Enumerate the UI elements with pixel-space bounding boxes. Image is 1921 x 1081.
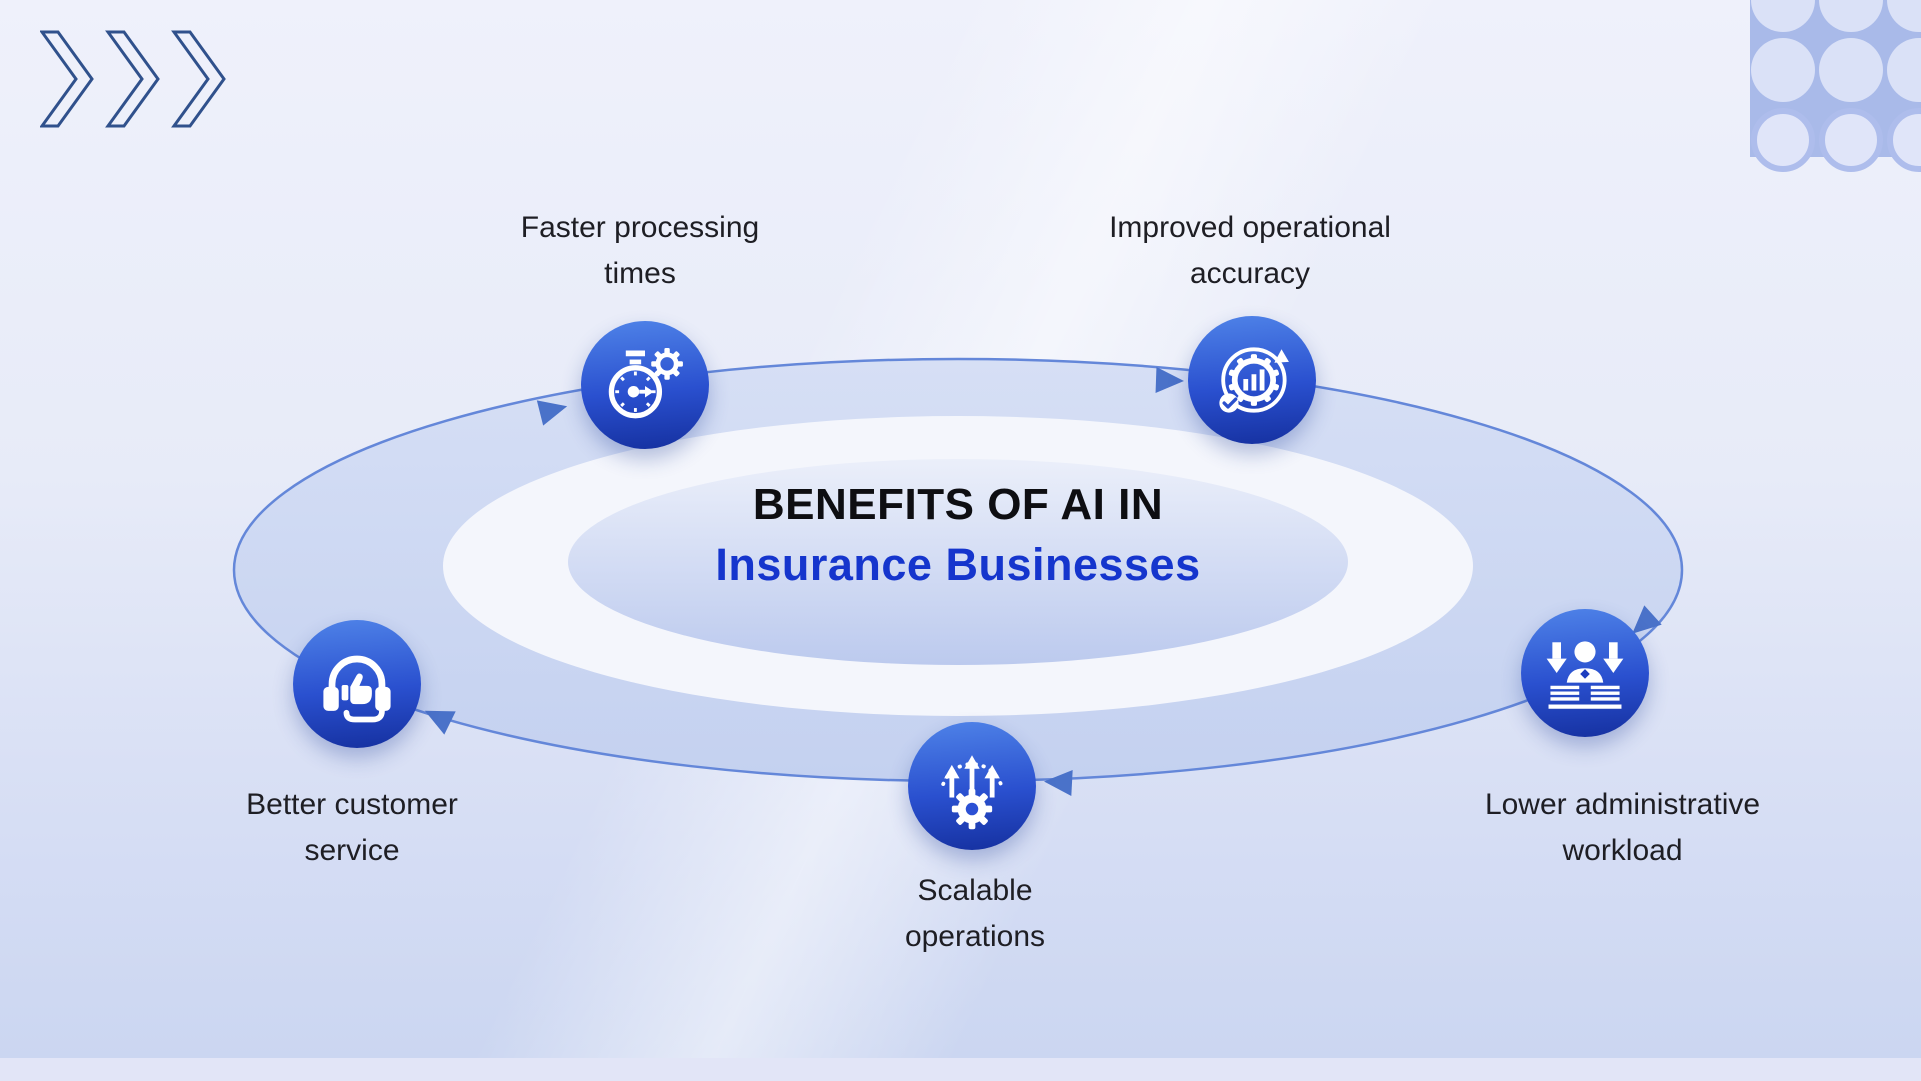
title-line-2: Insurance Businesses — [715, 539, 1201, 590]
title-line-1: BENEFITS OF AI IN — [752, 480, 1164, 529]
pattern-dot — [1751, 108, 1815, 172]
pattern-dot — [1751, 38, 1815, 102]
node-faster-processing-times — [581, 321, 709, 449]
bottom-edge-strip — [0, 1058, 1921, 1081]
label-better-customer-service: Better customer service — [246, 788, 458, 867]
pattern-dot — [1819, 38, 1883, 102]
flow-arrow — [1155, 367, 1184, 393]
flow-arrow — [1632, 605, 1662, 634]
label-improved-operational-accuracy: Improved operational accuracy — [1109, 211, 1391, 290]
node-better-customer-service — [293, 620, 421, 748]
flow-arrows — [424, 367, 1662, 796]
title-block: BENEFITS OF AI IN Insurance Businesses — [558, 480, 1358, 591]
flow-arrow — [536, 400, 568, 426]
headset-thumbs-up-icon — [323, 655, 391, 723]
gear-up-arrows-icon — [941, 755, 1003, 830]
person-down-arrows-icon — [1546, 641, 1624, 709]
pattern-dot — [1819, 108, 1883, 172]
inner-title-ellipse — [568, 459, 1348, 665]
node-scalable-operations — [908, 722, 1036, 850]
chevrons-icon — [40, 30, 226, 128]
flow-arrow — [1044, 770, 1073, 796]
node-improved-operational-accuracy — [1188, 316, 1316, 444]
label-lower-administrative-workload: Lower administrative workload — [1484, 788, 1761, 867]
node-lower-administrative-workload — [1521, 609, 1649, 737]
stopwatch-gear-icon — [608, 348, 683, 419]
label-faster-processing-times: Faster processing times — [520, 211, 760, 290]
gear-chart-check-icon — [1219, 347, 1289, 413]
flow-arrow — [424, 710, 456, 735]
label-scalable-operations: Scalable operations — [904, 874, 1046, 953]
